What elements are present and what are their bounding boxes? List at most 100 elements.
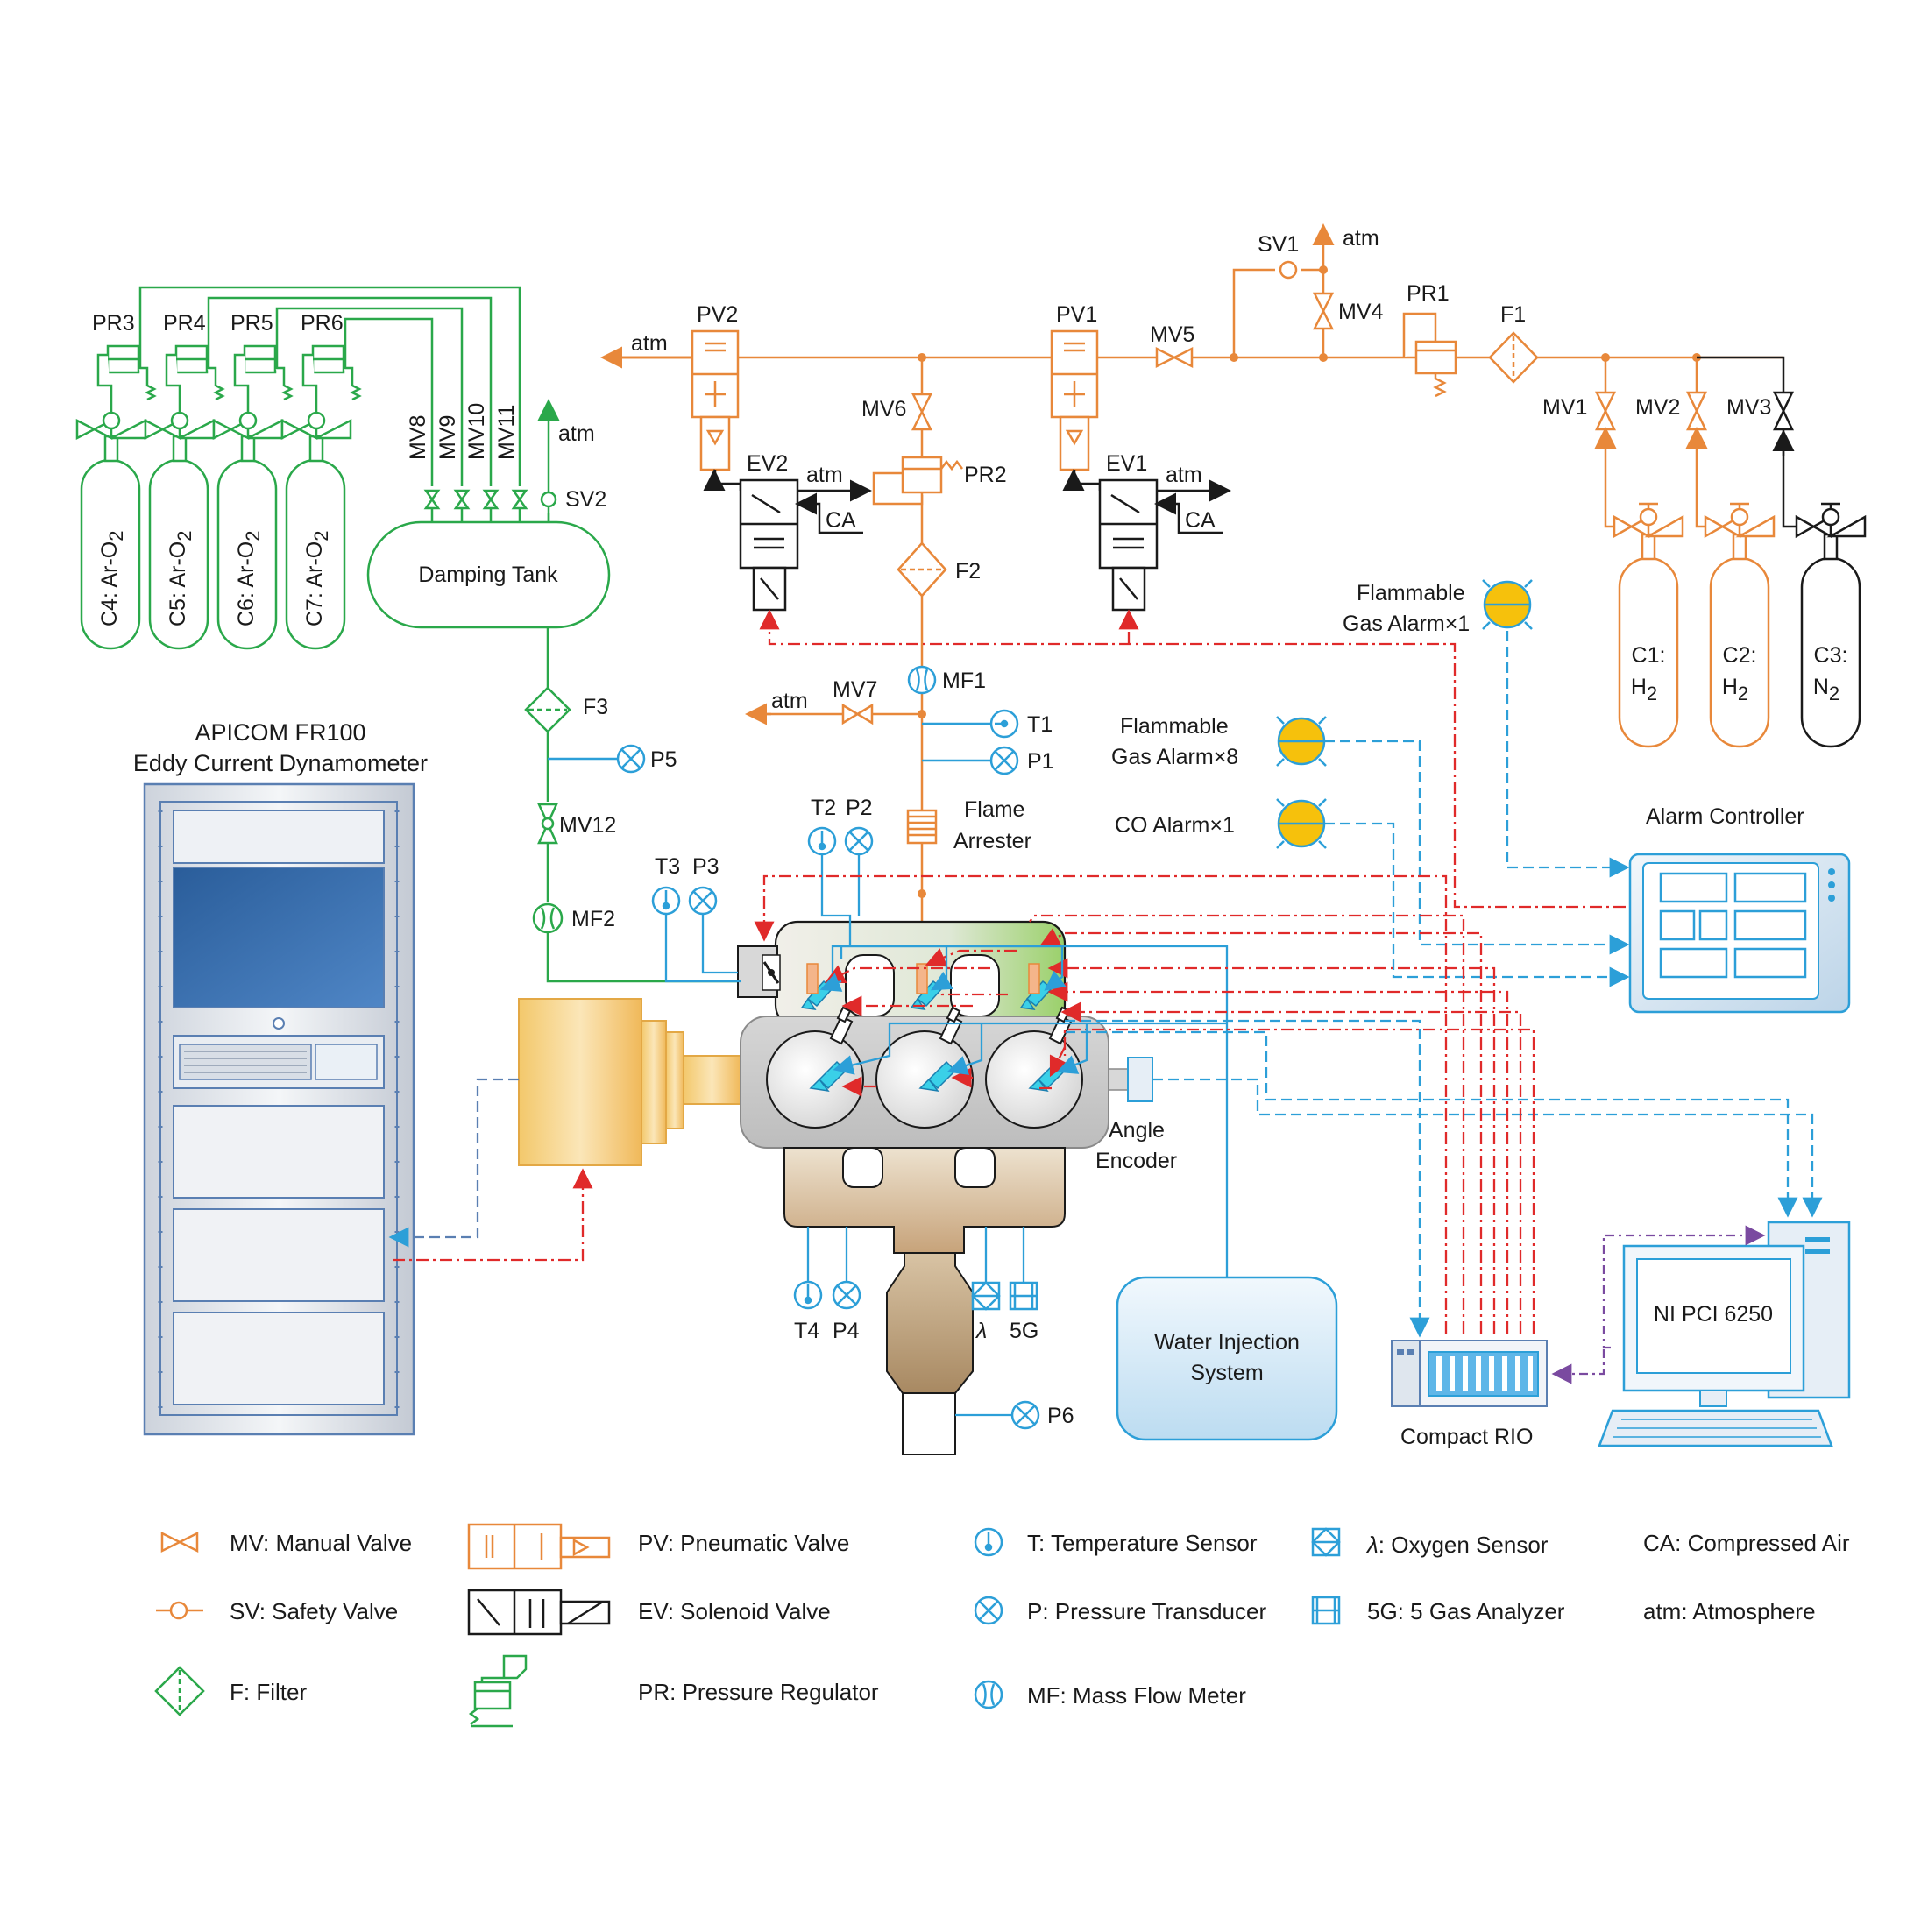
throttle-body — [737, 945, 781, 998]
cylinder-c2: C2: H2 — [1695, 502, 1776, 748]
encoder-line2: Encoder — [1095, 1149, 1177, 1173]
fuel-port-injectors — [806, 963, 1040, 994]
dyno-line1: APICOM FR100 — [195, 719, 365, 746]
damping-tank-label: Damping Tank — [418, 563, 558, 587]
p3-label: P3 — [692, 854, 719, 879]
mv11-label: MV11 — [494, 405, 519, 460]
legend-ev: EV: Solenoid Valve — [638, 1598, 831, 1624]
p5-label: P5 — [650, 747, 677, 772]
c2-label-line1: C2: — [1723, 643, 1757, 668]
dyno-feedback-line — [388, 1078, 519, 1248]
p1-sensor — [989, 746, 1019, 775]
mv2-label: MV2 — [1635, 395, 1680, 420]
mv12-label: MV12 — [559, 813, 616, 838]
ev2-solenoid-valve — [739, 478, 872, 612]
sv1-safety-valve — [1279, 260, 1298, 280]
legend-pv-icon — [467, 1523, 611, 1570]
ev-control-lines — [759, 609, 1626, 909]
pr3-label: PR3 — [92, 311, 135, 336]
daq-signal-lines — [1065, 1019, 1823, 1338]
mv7-valve — [841, 703, 874, 725]
legend-p-icon — [974, 1596, 1003, 1625]
pv2-pneumatic-valve — [691, 329, 740, 471]
c3-label-line1: C3: — [1814, 643, 1848, 668]
pv1-label: PV1 — [1056, 302, 1097, 327]
legend-f-icon — [154, 1666, 205, 1716]
ev2-atm-label: atm — [806, 463, 843, 487]
mv6-valve — [911, 393, 933, 431]
f3-label: F3 — [583, 695, 608, 719]
ev2-label: EV2 — [747, 451, 788, 476]
mf2-label: MF2 — [571, 907, 615, 931]
legend-lambda-icon — [1311, 1527, 1341, 1557]
pr6-label: PR6 — [301, 311, 344, 336]
sensor-taps-intake — [664, 854, 861, 983]
mv5-manual-valve — [1155, 346, 1194, 369]
lambda-label: λ — [975, 1319, 987, 1343]
t1-sensor — [989, 709, 1019, 739]
sensor-taps-exhaust — [806, 1227, 1025, 1417]
mv1-label: MV1 — [1542, 395, 1587, 420]
compact-rio — [1391, 1340, 1548, 1407]
angle-encoder — [1108, 1057, 1153, 1102]
flame-arrester — [906, 809, 938, 845]
cylinder-c7: C7: Ar-O2 — [280, 411, 352, 650]
f2-filter — [897, 541, 947, 598]
t4-p4-lambda-5g-p6 — [793, 1280, 1040, 1430]
cylinder-c1: C1: H2 — [1604, 502, 1684, 748]
mf1-flow-meter — [907, 665, 937, 695]
daq-label: NI PCI 6250 — [1654, 1302, 1773, 1327]
dyno-brake-unit — [518, 998, 741, 1166]
legend-pr-icon — [468, 1654, 528, 1728]
atm-left-label: atm — [631, 331, 668, 356]
alarm-controller — [1628, 853, 1851, 1014]
mv3-valve — [1773, 391, 1794, 431]
legend-pr: PR: Pressure Regulator — [638, 1679, 879, 1705]
mv9-label: MV9 — [436, 415, 460, 460]
mv8-label: MV8 — [406, 415, 430, 460]
injector-feed-lines — [819, 945, 1227, 1075]
pr2-regulator — [872, 456, 963, 506]
legend-sv: SV: Safety Valve — [230, 1598, 398, 1624]
atm-top-label: atm — [1343, 226, 1379, 251]
legend-ev-icon — [467, 1589, 611, 1636]
water-line1: Water Injection — [1154, 1330, 1300, 1355]
mv7-atm-label: atm — [771, 689, 808, 713]
pr5-label: PR5 — [230, 311, 273, 336]
t3-label: T3 — [655, 854, 680, 879]
legend-mf-icon — [974, 1680, 1003, 1709]
exhaust-pipe — [886, 1252, 974, 1455]
damping-tank: Damping Tank — [366, 520, 611, 629]
legend-lambda: λ: Oxygen Sensor — [1365, 1532, 1549, 1558]
g5-label: 5G — [1010, 1319, 1038, 1343]
legend-atm: atm: Atmosphere — [1643, 1598, 1816, 1624]
c1-label-line2: H2 — [1631, 675, 1657, 704]
flam8-line2: Gas Alarm×8 — [1111, 745, 1238, 769]
co-alarm — [1276, 798, 1327, 849]
legend: MV: Manual Valve SV: Safety Valve F: Fil… — [154, 1523, 1850, 1728]
pr1-label: PR1 — [1407, 281, 1450, 306]
ev1-solenoid-valve — [1098, 478, 1231, 612]
co-label: CO Alarm×1 — [1115, 813, 1235, 838]
flam1-line2: Gas Alarm×1 — [1343, 612, 1470, 636]
legend-mf: MF: Mass Flow Meter — [1027, 1682, 1246, 1709]
encoder-line1: Angle — [1109, 1118, 1165, 1143]
c1-label-line1: C1: — [1632, 643, 1666, 668]
sv2-label: SV2 — [565, 487, 606, 512]
cylinder-c6: C6: Ar-O2 — [212, 411, 284, 650]
flame-label-1: Flame — [964, 797, 1024, 822]
regulators-pr3-pr6 — [96, 344, 362, 412]
t2-label: T2 — [811, 796, 836, 820]
cylinder-c4: C4: Ar-O2 — [75, 411, 147, 650]
legend-p: P: Pressure Transducer — [1027, 1598, 1266, 1624]
pv2-label: PV2 — [697, 302, 738, 327]
flam8-line1: Flammable — [1120, 714, 1229, 739]
dynamometer-cabinet — [143, 782, 415, 1436]
t1-label: T1 — [1027, 712, 1053, 737]
legend-5g: 5G: 5 Gas Analyzer — [1367, 1598, 1565, 1624]
legend-mv: MV: Manual Valve — [230, 1530, 412, 1556]
n2-line — [1697, 356, 1795, 517]
water-injection-system: Water Injection System — [1116, 1276, 1338, 1441]
